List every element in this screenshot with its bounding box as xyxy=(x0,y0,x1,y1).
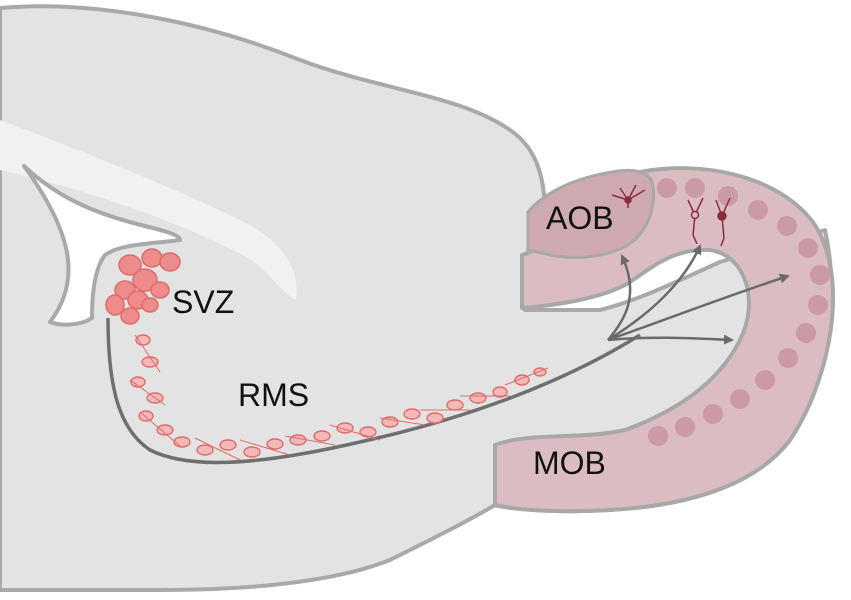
neuron-icon xyxy=(687,197,704,245)
migrating-neuroblasts xyxy=(130,334,547,458)
neuron-icon xyxy=(715,197,731,247)
rms-label: RMS xyxy=(238,377,309,413)
lateral-ventricle xyxy=(22,164,182,327)
aob-label: AOB xyxy=(546,200,614,236)
arrow-icon xyxy=(607,244,790,345)
rms-outline xyxy=(106,317,641,465)
glomeruli xyxy=(648,178,830,446)
svz-cell-cluster xyxy=(105,248,181,325)
corpus-callosum-highlight xyxy=(0,120,297,300)
neuroblast-processes xyxy=(129,334,549,461)
svz-label: SVZ xyxy=(172,284,234,320)
olfactory-bulb xyxy=(493,166,836,514)
mob-label: MOB xyxy=(533,445,606,481)
neuron-icon xyxy=(611,184,646,208)
